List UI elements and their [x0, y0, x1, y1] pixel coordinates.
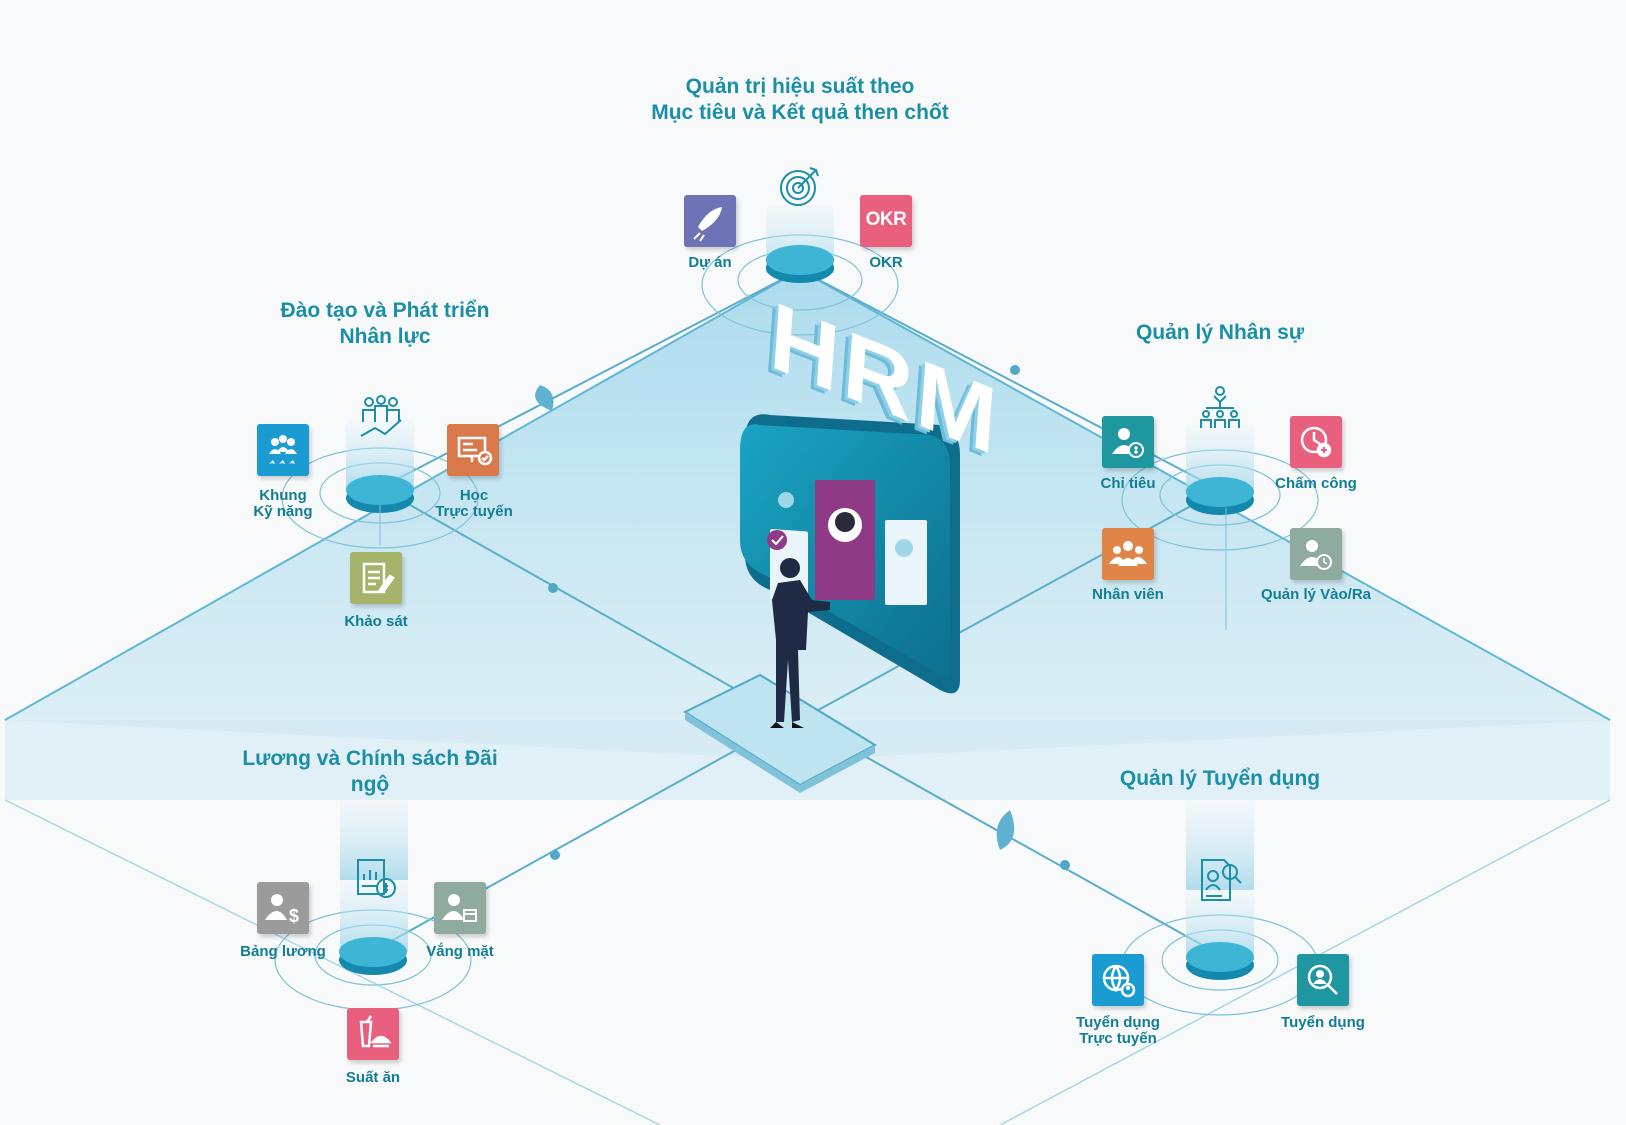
user-money-icon	[1112, 428, 1144, 458]
okr-tile[interactable]: OKR	[860, 195, 912, 247]
hrm-monitor	[740, 414, 960, 694]
user-clock-icon	[1300, 540, 1332, 570]
title-recruit-group: Quản lý Tuyển dụng	[1119, 767, 1321, 790]
suat-an-tile[interactable]	[347, 1008, 399, 1060]
tuyen-dung-truc-tuyen-label[interactable]: Tuyển dụng Trực tuyến	[1076, 1014, 1160, 1047]
skills-team-icon	[269, 435, 297, 464]
tuyen-dung-tile[interactable]	[1297, 954, 1349, 1006]
khao-sat-tile[interactable]	[350, 552, 402, 604]
khung-ky-nang-tile[interactable]	[257, 424, 309, 476]
title-payroll-group: Lương và Chính sách Đãi ngộ	[242, 747, 498, 796]
target-icon	[780, 167, 819, 206]
team-growth-icon	[360, 395, 402, 437]
employees-icon	[1109, 541, 1147, 566]
hub-payroll	[274, 800, 472, 1011]
quan-ly-vao-ra-label[interactable]: Quản lý Vào/Ra	[1260, 586, 1372, 603]
meal-icon	[359, 1015, 392, 1048]
nhan-vien-label[interactable]: Nhân viên	[1092, 586, 1164, 603]
chi-tieu-label[interactable]: Chỉ tiêu	[1100, 475, 1156, 492]
resume-search-icon	[1201, 859, 1242, 901]
hub-okr	[701, 205, 899, 336]
cham-cong-label[interactable]: Chấm công	[1275, 475, 1357, 492]
base-plate	[682, 673, 878, 793]
bang-luong-label[interactable]: Bảng lương	[240, 943, 326, 960]
presentation-icon	[457, 436, 493, 466]
cham-cong-tile[interactable]	[1290, 416, 1342, 468]
person-figure	[770, 558, 830, 728]
connector	[379, 487, 791, 721]
vang-mat-label[interactable]: Vắng mặt	[426, 943, 494, 960]
khung-ky-nang-label[interactable]: Khung Kỹ năng	[253, 487, 313, 520]
hub-training	[281, 420, 479, 549]
okr-tile-text: OKR	[865, 209, 907, 230]
nhan-vien-tile[interactable]	[1102, 528, 1154, 580]
title-training-group: Đào tạo và Phát triển Nhân lực	[280, 299, 490, 348]
tuyen-dung-label[interactable]: Tuyển dụng	[1281, 1014, 1365, 1031]
clock-check-icon	[1300, 426, 1332, 458]
vang-mat-tile[interactable]	[434, 882, 486, 934]
user-calendar-icon	[442, 894, 477, 922]
suat-an-label[interactable]: Suất ăn	[345, 1069, 401, 1086]
hoc-truc-tuyen-label[interactable]: Học Trực tuyến	[435, 487, 513, 520]
title-okr-group: Quản trị hiệu suất theo Mục tiêu và Kết …	[651, 75, 949, 124]
bang-luong-tile[interactable]: $	[257, 882, 309, 934]
rocket-icon	[693, 207, 722, 242]
du-an-label[interactable]: Dự án	[688, 254, 732, 271]
chi-tieu-tile[interactable]	[1102, 416, 1154, 468]
okr-label[interactable]: OKR	[869, 254, 903, 271]
payroll-report-icon	[357, 859, 396, 898]
title-hr-group: Quản lý Nhân sự	[1135, 321, 1305, 344]
org-chart-icon	[1200, 386, 1240, 428]
tuyen-dung-truc-tuyen-tile[interactable]	[1092, 954, 1144, 1006]
user-search-icon	[1307, 964, 1338, 995]
online-recruit-icon	[1102, 964, 1136, 998]
hub-hr	[1121, 425, 1319, 630]
survey-form-icon	[362, 562, 395, 594]
quan-ly-vao-ra-tile[interactable]	[1290, 528, 1342, 580]
hub-recruit	[1121, 800, 1319, 1016]
hoc-truc-tuyen-tile[interactable]	[447, 424, 499, 476]
user-salary-icon: $	[265, 894, 299, 926]
du-an-tile[interactable]	[684, 195, 736, 247]
svg-text:$: $	[289, 906, 299, 926]
khao-sat-label[interactable]: Khảo sát	[344, 613, 408, 630]
